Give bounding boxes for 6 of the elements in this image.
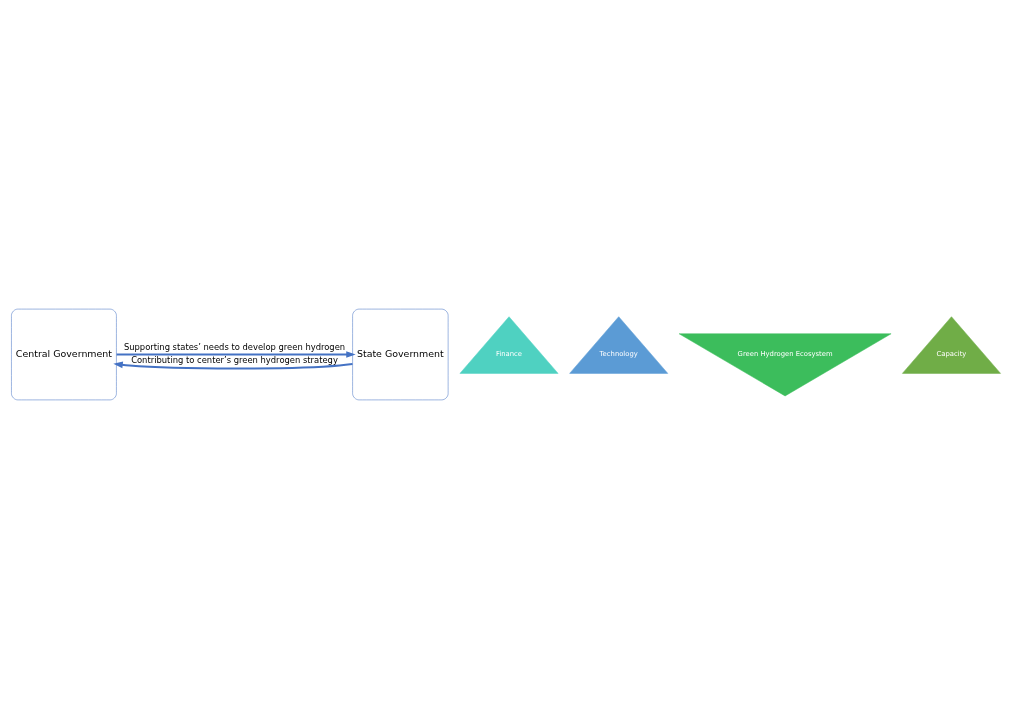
arrow xyxy=(116,351,356,358)
node-box: Central Government xyxy=(10,308,117,401)
node-box: State Government xyxy=(351,308,448,401)
edge-label: Contributing to center’s green hydrogen strategy xyxy=(130,354,338,365)
arrow xyxy=(112,361,353,370)
edge-label: Supporting states’ needs to develop green hydrogen xyxy=(123,342,345,353)
